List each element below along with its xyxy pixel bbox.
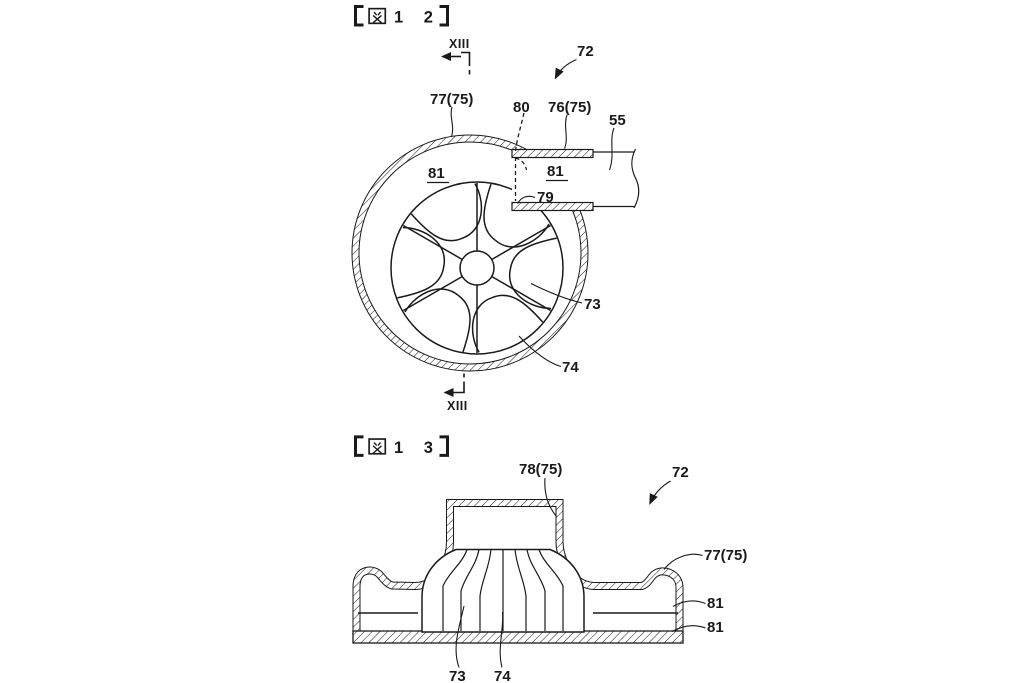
label-74: 74 [494,668,511,683]
label-77-75: 77(75) [430,91,473,108]
volute-casing [351,134,589,372]
pump-72-arrow [649,480,671,506]
title-bracket-right [439,5,449,27]
casing-cross-section [352,499,684,644]
label-76-75: 76(75) [548,99,591,116]
label-73: 73 [449,668,466,683]
label-55: 55 [609,112,626,129]
label-81-upper: 81 [707,595,724,612]
figure-13-number: 1 3 [394,439,441,457]
figure-12-leaders [450,58,615,368]
impeller-blades [397,183,557,353]
section-marker-top: XIII [441,37,471,75]
label-73: 73 [584,296,601,313]
figure-13-leaders [455,477,706,668]
duct-top-wall [511,148,594,159]
figure-12-labels: 77(75) 80 76(75) 55 81 81 79 73 74 72 [427,43,626,376]
label-72: 72 [577,43,594,60]
figure-13-labels: 78(75) 72 77(75) 81 81 73 74 [449,461,747,683]
figure-12-number: 1 2 [394,9,441,27]
section-label-bottom: XIII [447,399,468,413]
figure-13-title: 1 3 [354,435,449,457]
pipe-break-line [631,148,640,209]
pump-72-arrow [554,58,577,80]
title-bracket-left [354,435,364,457]
section-label-top: XIII [449,37,470,51]
label-80: 80 [513,99,530,116]
section-marker-bottom: XIII [443,373,468,413]
figure-12-title: 1 2 [354,5,449,27]
label-74: 74 [562,359,579,376]
duct-bottom-wall [511,201,594,212]
impeller-top-view [390,181,564,355]
base-plate [352,630,684,644]
section-arrow-top-icon [441,52,451,61]
kanji-zu-icon [368,438,387,455]
label-79: 79 [537,189,554,206]
title-bracket-left [354,5,364,27]
label-77-75: 77(75) [704,547,747,564]
dashed-boundary-80 [514,112,528,201]
section-arrow-bottom-icon [443,388,454,397]
hub-circle [459,250,495,286]
figure-12: 1 2 XIII [351,5,640,413]
label-81-left: 81 [428,165,445,182]
label-78-75: 78(75) [519,461,562,478]
label-81-lower: 81 [707,619,724,636]
label-72: 72 [672,464,689,481]
label-81-right: 81 [547,163,564,180]
title-bracket-right [439,435,449,457]
kanji-zu-icon [368,7,387,25]
outlet-duct [511,148,640,212]
figure-13: 1 3 [352,435,747,683]
